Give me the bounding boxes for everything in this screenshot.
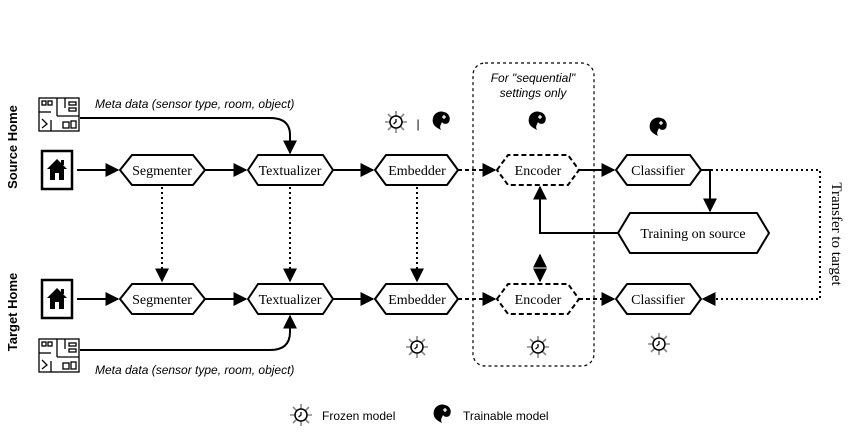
snowflake-lock-icon (405, 335, 429, 359)
sequential-note-line2: settings only (500, 86, 568, 100)
node-label: Textualizer (259, 164, 322, 179)
transfer-to-target-label: Transfer to target (828, 182, 844, 286)
node-label: Training on source (640, 227, 745, 242)
node-label: Classifier (631, 164, 685, 179)
legend-frozen-label: Frozen model (322, 409, 395, 423)
node-label: Classifier (631, 293, 685, 308)
node-label: Encoder (515, 293, 562, 308)
flame-icon (528, 110, 547, 131)
legend-trainable-label: Trainable model (463, 409, 549, 423)
flame-icon (433, 403, 452, 424)
source-segmenter-node: Segmenter (119, 154, 206, 186)
node-label: Segmenter (132, 293, 192, 308)
source-textualizer-node: Textualizer (247, 154, 334, 186)
separator: | (416, 117, 419, 131)
legend: Frozen model Trainable model (289, 403, 549, 427)
house-icon (40, 278, 74, 320)
floorplan-icon (38, 97, 80, 132)
transfer-to-target-arrow (701, 169, 821, 306)
source-classifier-node: Classifier (615, 154, 702, 186)
flame-icon (649, 116, 668, 137)
target-segmenter-node: Segmenter (119, 283, 206, 315)
target-meta-label: Meta data (sensor type, room, object) (95, 363, 294, 377)
sequential-note-line1: For "sequential" (491, 71, 576, 85)
target-textualizer-node: Textualizer (247, 283, 334, 315)
target-flow-arrows (77, 292, 616, 351)
training-feedback-arrow (533, 185, 618, 234)
source-embedder-node: Embedder (374, 154, 459, 186)
node-label: Embedder (388, 164, 446, 179)
snowflake-lock-icon (289, 403, 313, 427)
training-on-source-node: Training on source (617, 212, 770, 254)
snowflake-lock-icon (384, 110, 408, 134)
target-classifier-node: Classifier (615, 283, 702, 315)
source-flow-arrows (77, 117, 717, 234)
node-label: Encoder (515, 164, 562, 179)
source-home-label: Source Home (5, 105, 20, 189)
transfer-dotted-arrows (155, 169, 821, 306)
meta-arrow (80, 314, 297, 351)
node-label: Textualizer (259, 293, 322, 308)
meta-arrow (80, 117, 297, 155)
flame-icon (432, 110, 451, 131)
source-encoder-node: Encoder (496, 154, 580, 186)
source-meta-label: Meta data (sensor type, room, object) (95, 97, 294, 111)
snowflake-lock-icon (647, 332, 671, 356)
sequential-settings-box (472, 62, 595, 367)
floorplan-icon (38, 338, 80, 373)
house-icon (40, 149, 74, 191)
snowflake-lock-icon (526, 335, 550, 359)
node-label: Segmenter (132, 164, 192, 179)
target-embedder-node: Embedder (374, 283, 459, 315)
node-label: Embedder (388, 293, 446, 308)
target-encoder-node: Encoder (496, 283, 580, 315)
target-home-label: Target Home (5, 273, 20, 352)
arrow (701, 169, 717, 213)
